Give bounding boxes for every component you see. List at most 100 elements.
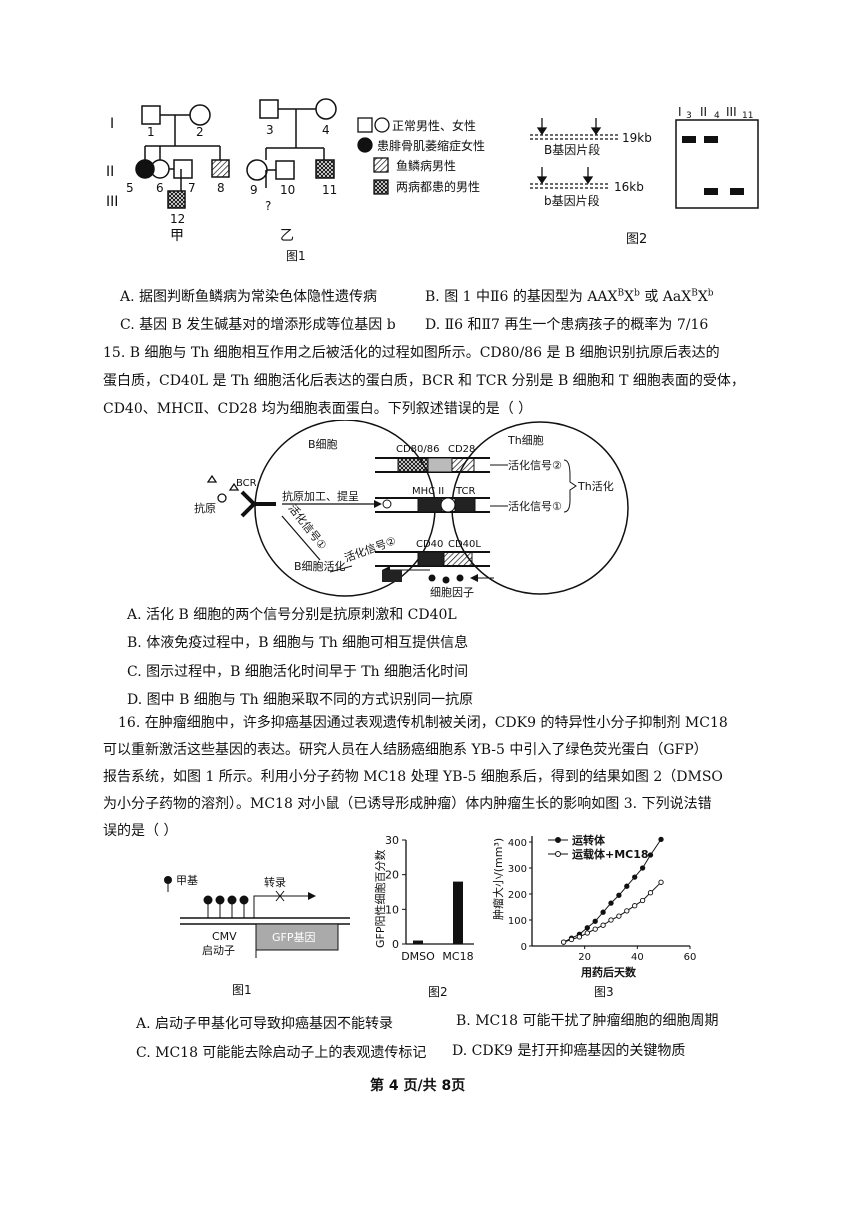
id-6: 6 bbox=[156, 181, 164, 195]
bar-category-label: MC18 bbox=[442, 950, 473, 963]
series-point-1 bbox=[560, 939, 567, 945]
fig1-caption: 图1 bbox=[286, 249, 306, 263]
antigen-label: 抗原 bbox=[194, 501, 216, 515]
generation-II: II bbox=[106, 164, 114, 180]
pedigree-legend: 正常男性、女性 患腓骨肌萎缩症女性 鱼鳞病男性 两病都患的男性 bbox=[357, 117, 485, 195]
q16-stem-line3: 报告系统，如图 1 所示。利用小分子药物 MC18 处理 YB-5 细胞系后，得… bbox=[103, 769, 723, 785]
series-point-1 bbox=[616, 913, 622, 919]
q16-option-c[interactable]: C. MC18 可能能去除启动子上的表观遗传标记 bbox=[136, 1045, 427, 1061]
q16-option-b[interactable]: B. MC18 可能干扰了肿瘤细胞的细胞周期 bbox=[456, 1013, 719, 1029]
cmv-label: CMV bbox=[212, 930, 237, 943]
cd40l-label: CD40L bbox=[448, 539, 481, 550]
b-activation: B细胞活化 bbox=[294, 559, 346, 573]
gfp-gene-box bbox=[255, 923, 339, 951]
q14-b-sup3: B bbox=[691, 288, 698, 299]
b-fragment-label: b基因片段 bbox=[544, 193, 600, 208]
bar-y-tick-label: 10 bbox=[385, 903, 399, 916]
line-ylabel: 肿瘤大小/(mm³) bbox=[491, 838, 505, 920]
q14-option-d[interactable]: D. Ⅱ6 和Ⅱ7 再生一个患病孩子的概率为 7/16 bbox=[425, 317, 709, 333]
q15-option-c[interactable]: C. 图示过程中，B 细胞活化时间早于 Th 细胞活化时间 bbox=[127, 664, 469, 680]
bcr-icon bbox=[240, 490, 276, 518]
promoter-label: 启动子 bbox=[202, 944, 235, 957]
legend-label-0: 运转体 bbox=[572, 833, 606, 847]
signal1-right: 活化信号① bbox=[508, 499, 562, 513]
series-point-0 bbox=[592, 918, 598, 924]
q15-option-a[interactable]: A. 活化 B 细胞的两个信号分别是抗原刺激和 CD40L bbox=[127, 607, 457, 623]
fig3-caption-q16: 图3 bbox=[594, 985, 614, 999]
id-3: 3 bbox=[266, 123, 274, 137]
q14-b-sup1: B bbox=[617, 288, 625, 299]
methyl-label: 甲基 bbox=[176, 874, 198, 887]
q14-option-b[interactable]: B. 图 1 中Ⅱ6 的基因型为 AAXBXb 或 AaXBXb bbox=[425, 286, 714, 306]
series-point-1 bbox=[592, 926, 598, 932]
q15-option-d[interactable]: D. 图中 B 细胞与 Th 细胞采取不同的方式识别同一抗原 bbox=[127, 692, 474, 708]
q14-option-a[interactable]: A. 据图判断鱼鳞病为常染色体隐性遗传病 bbox=[120, 289, 378, 305]
series-point-0 bbox=[658, 836, 664, 843]
legend-cmt-female: 患腓骨肌萎缩症女性 bbox=[377, 138, 485, 153]
line-x-tick-label: 20 bbox=[578, 952, 591, 963]
q16-option-a[interactable]: A. 启动子甲基化可导致抑癌基因不能转录 bbox=[136, 1016, 394, 1032]
q16-fig1: 甲基 转录 CMV 启动子 GFP基因 图1 bbox=[164, 874, 350, 997]
q14-b-mid2: 或 AaX bbox=[639, 289, 692, 305]
series-point-1 bbox=[576, 934, 583, 940]
series-point-1 bbox=[632, 903, 638, 909]
q16-option-d[interactable]: D. CDK9 是打开抑癌基因的关键物质 bbox=[452, 1043, 686, 1059]
id-12: 12 bbox=[170, 212, 185, 226]
gene-fragments: 19kb B基因片段 16kb b基因片段 bbox=[530, 118, 652, 208]
id-5: 5 bbox=[126, 181, 134, 195]
bar-y-tick-label: 20 bbox=[385, 869, 399, 882]
id-2: 2 bbox=[196, 125, 204, 139]
q16-stem-line1: 16. 在肿瘤细胞中，许多抑癌基因通过表观遗传机制被关闭，CDK9 的特异性小分… bbox=[118, 715, 728, 731]
q15-option-b[interactable]: B. 体液免疫过程中，B 细胞与 Th 细胞可相互提供信息 bbox=[127, 635, 469, 651]
fig2-caption-q16: 图2 bbox=[428, 985, 448, 999]
generation-I: I bbox=[110, 116, 114, 132]
page-footer: 第 4 页/共 8页 bbox=[370, 1078, 466, 1094]
legend-marker-1 bbox=[555, 851, 561, 857]
series-point-0 bbox=[600, 909, 606, 915]
line-y-tick-label: 0 bbox=[521, 942, 527, 953]
bar-mc18 bbox=[453, 881, 463, 944]
gel: I 3 II 4 III 11 图2 bbox=[626, 105, 759, 247]
B-size: 19kb bbox=[622, 131, 652, 145]
series-point-0 bbox=[639, 865, 646, 871]
cd40-label: CD40 bbox=[416, 539, 443, 550]
membrane-proteins bbox=[375, 457, 490, 567]
signal1-left: 活化信号① bbox=[286, 501, 330, 552]
fig1-caption-q16: 图1 bbox=[232, 983, 252, 997]
b-cell-label: B细胞 bbox=[308, 438, 338, 451]
bar-y-tick-label: 0 bbox=[392, 938, 399, 951]
q15-diagram: B细胞 Th细胞 抗原 BCR 抗原加工、提呈 活化信号① 活化信号② B细胞活… bbox=[194, 420, 629, 599]
transcription-label: 转录 bbox=[264, 875, 286, 889]
q14-b-mid1: X bbox=[624, 289, 635, 305]
antigen-icon bbox=[206, 474, 240, 503]
q14-b-sup4: b bbox=[707, 288, 714, 299]
mhc-label: MHC II bbox=[412, 486, 444, 497]
legend-marker-0 bbox=[555, 837, 561, 843]
q16-stem-line4: 为小分子药物的溶剂）。MC18 对小鼠（已诱导形成肿瘤）体内肿瘤生长的影响如图 … bbox=[103, 796, 712, 812]
lane-4: 4 bbox=[714, 111, 720, 121]
b-size: 16kb bbox=[614, 180, 644, 194]
legend-ichthyosis-male: 鱼鳞病男性 bbox=[396, 158, 456, 173]
unknown-mark: ? bbox=[265, 199, 271, 213]
q14-option-c[interactable]: C. 基因 B 发生碱基对的增添形成等位基因 b bbox=[120, 317, 396, 333]
label-jia: 甲 bbox=[170, 228, 184, 244]
line-x-tick-label: 60 bbox=[684, 952, 697, 963]
series-point-0 bbox=[624, 883, 630, 889]
th-cell-label: Th细胞 bbox=[507, 434, 544, 447]
series-point-1 bbox=[600, 922, 606, 928]
series-point-1 bbox=[624, 908, 630, 914]
lane-II: II bbox=[700, 105, 707, 119]
id-10: 10 bbox=[280, 183, 295, 197]
q14-b-text: B. 图 1 中Ⅱ6 的基因型为 AAX bbox=[425, 289, 618, 305]
series-point-0 bbox=[632, 874, 638, 880]
fig2-ylabel: GFP阳性细胞百分数 bbox=[373, 850, 387, 948]
cd28-label: CD28 bbox=[448, 444, 475, 455]
bcr-label: BCR bbox=[236, 478, 257, 489]
series-point-0 bbox=[584, 925, 590, 931]
legend-both-male: 两病都患的男性 bbox=[396, 179, 480, 194]
q15-stem-line2: 蛋白质，CD40L 是 Th 细胞活化后表达的蛋白质，BCR 和 TCR 分别是… bbox=[103, 373, 745, 389]
